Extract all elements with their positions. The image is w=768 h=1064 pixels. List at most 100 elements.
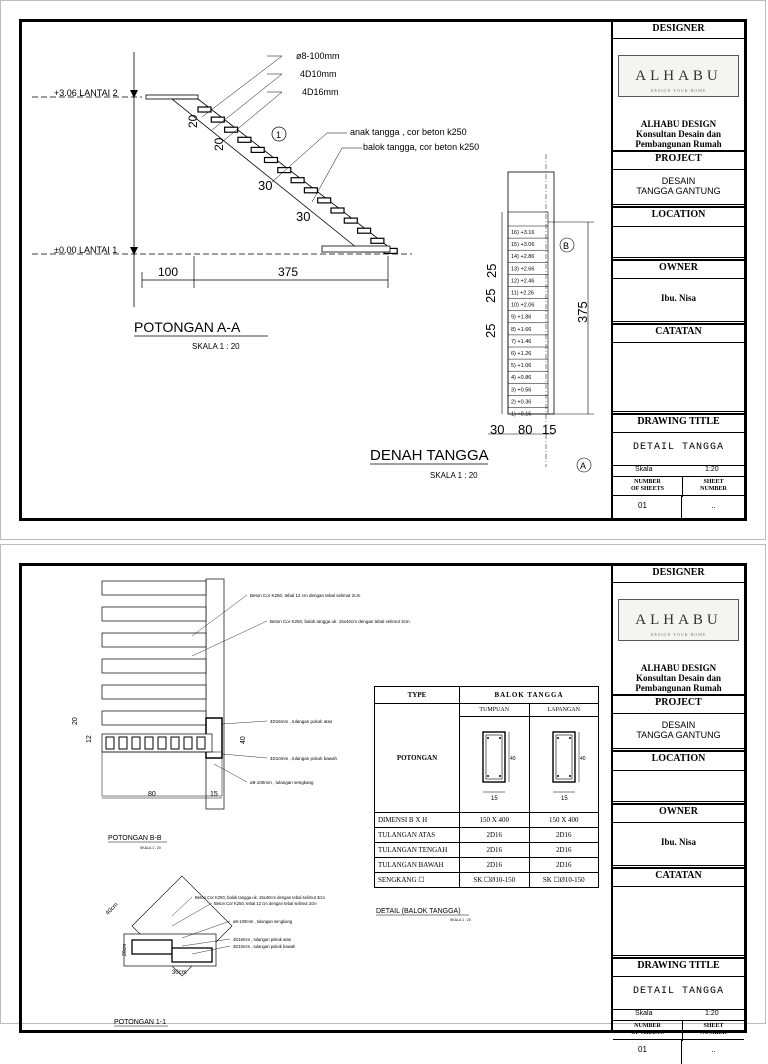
schedule-row-a: SK ☐Ø10-150 <box>459 872 530 888</box>
bb-dim-15: 15 <box>210 791 218 798</box>
rebar-stirrup <box>144 736 154 750</box>
plan-dim-30: 30 <box>490 422 504 437</box>
plan-step-label: 13) +2.66 <box>511 266 534 272</box>
schedule-beam-w: 15 <box>561 796 568 802</box>
schedule-type-label: TYPE <box>374 686 460 704</box>
schedule-row-b: 2D16 <box>528 842 599 858</box>
beam-note: balok tangga, cor beton k250 <box>363 142 479 152</box>
sheet-1: +3.06 LANTAI 2 ±0.00 LANTAI 1 <box>0 0 766 540</box>
company-logo: ALHABU DESIGN YOUR HOME <box>618 55 739 97</box>
s11-note-3: ø8-100mm , tulangan sengkang <box>233 919 293 924</box>
bb-note-4: 4D10mm , tulangan pokok bawah <box>270 756 338 761</box>
tb-project-value: DESAIN TANGGA GANTUNG <box>613 170 744 205</box>
plan-step-label: 8) +1.66 <box>511 327 531 333</box>
tb-owner-value: Ibu. Nisa <box>613 277 744 322</box>
project-line-1: DESAIN <box>661 720 696 730</box>
sheet-no-label-2: NUMBER <box>700 1030 727 1036</box>
plan-dim-80: 80 <box>518 422 532 437</box>
concrete-tread <box>101 684 207 700</box>
stair-tread <box>290 177 305 184</box>
dim-30-b: 30 <box>296 209 310 224</box>
schedule-row-label: TULANGAN BAWAH <box>374 857 460 873</box>
sheets-label-1: NUMBER <box>634 1023 661 1029</box>
bb-dim-40: 40 <box>240 736 247 744</box>
schedule-row-label: DIMENSI B X H <box>374 812 460 828</box>
section-b-b-and-details: Beton Cor K250, tebal 12 cm dengan tebal… <box>72 578 471 1027</box>
tb-sheets-values: 01 .. <box>613 496 744 520</box>
rebar-stirrup <box>170 736 180 750</box>
sheet-2-drawing: Beton Cor K250, tebal 12 cm dengan tebal… <box>22 566 609 1030</box>
bottom-landing <box>321 245 391 253</box>
schedule-beam-lapangan: 15 40 <box>528 716 599 813</box>
top-landing <box>145 94 199 100</box>
tb-owner-value: Ibu. Nisa <box>613 821 744 866</box>
stair-tread <box>330 207 345 214</box>
tb-catatan-value <box>613 341 744 412</box>
sheets-value: 01 <box>613 1040 682 1064</box>
owner-name: Ibu. Nisa <box>660 837 696 847</box>
concrete-tread <box>101 710 207 726</box>
plan-dim-25-a: 25 <box>484 264 499 278</box>
schedule-row-label: TULANGAN ATAS <box>374 827 460 843</box>
tb-owner-label: OWNER <box>613 259 744 279</box>
bar-stirrup-note: ø8-100mm <box>296 51 340 61</box>
section-a-a-title: POTONGAN A-A <box>134 319 241 335</box>
project-line-2: TANGGA GANTUNG <box>636 186 721 196</box>
stair-tread <box>237 136 252 143</box>
dim-375: 375 <box>278 265 298 279</box>
bb-note-5: ø8-100mm , tulangan sengkang <box>250 780 314 785</box>
plan-step-label: 15) +3.06 <box>511 242 534 248</box>
concrete-tread <box>101 658 207 674</box>
section-marker-a-label: A <box>580 461 586 471</box>
firm-name: ALHABU DESIGN <box>640 663 717 673</box>
section-a-a-scale: SKALA 1 : 20 <box>192 342 240 351</box>
tb-sheets-header: NUMBER OF SHEETS SHEET NUMBER <box>613 477 744 497</box>
sheet-2-frame: Beton Cor K250, tebal 12 cm dengan tebal… <box>19 563 747 1064</box>
stair-treads <box>197 106 398 254</box>
plan-step-label: 5) +1.06 <box>511 363 531 369</box>
plan-title: DENAH TANGGA <box>370 447 489 464</box>
tb-project-value: DESAIN TANGGA GANTUNG <box>613 714 744 749</box>
stair-tread <box>210 116 225 123</box>
rebar-stirrup <box>131 736 141 750</box>
rebar-stirrup <box>196 736 206 750</box>
project-line-1: DESAIN <box>661 176 696 186</box>
section-marker-b-label: B <box>563 241 569 251</box>
concrete-tread <box>101 606 207 622</box>
plan-step-label: 16) +3.16 <box>511 230 534 236</box>
section-bb-scale: SKALA 1 : 20 <box>140 846 161 850</box>
s11-note-4: 4D16mm , tulangan pokok atas <box>233 937 291 942</box>
firm-info: ALHABU DESIGN Konsultan Desain dan Pemba… <box>613 663 744 693</box>
section-1-1-bar-top <box>131 939 173 955</box>
firm-info: ALHABU DESIGN Konsultan Desain dan Pemba… <box>613 119 744 149</box>
s11-dim-40cm: 40cm <box>105 902 120 917</box>
bb-note-2: Beton Cor K250, balok tangga uk. 15x40cm… <box>270 619 410 624</box>
schedule-type-value: BALOK TANGGA <box>459 686 599 704</box>
bb-dim-80: 80 <box>148 791 156 798</box>
tb-scale-row: Skala 1:20 <box>613 1010 744 1021</box>
schedule-col-tumpuan: TUMPUAN <box>459 703 530 717</box>
title-block-sheet-1: DESIGNER ALHABU DESIGN YOUR HOME ALHABU … <box>611 22 744 520</box>
sheet-2: Beton Cor K250, tebal 12 cm dengan tebal… <box>0 544 766 1064</box>
beam-schedule-table: TYPE BALOK TANGGA POTONGAN TUMPUAN LAPAN… <box>374 686 599 888</box>
rebar-stirrup <box>157 736 167 750</box>
sheet-no-value: .. <box>711 501 716 510</box>
plan-dim-15: 15 <box>542 422 556 437</box>
tb-designer-label: DESIGNER <box>613 566 744 583</box>
plan-step-label: 3) +0.56 <box>511 387 531 393</box>
owner-name: Ibu. Nisa <box>660 293 696 303</box>
detail-title: DETAIL (BALOK TANGGA) <box>376 908 461 915</box>
dim-30-a: 30 <box>258 178 272 193</box>
sheets-label-2: OF SHEETS <box>631 486 664 492</box>
concrete-tread <box>101 632 207 648</box>
stair-tread <box>263 156 279 164</box>
sheet-no-label-1: SHEET <box>703 1023 724 1029</box>
stair-tread <box>197 106 212 113</box>
stair-tread <box>224 126 239 133</box>
plan-scale: SKALA 1 : 20 <box>430 471 478 480</box>
tb-scale-label: Skala <box>635 1010 653 1017</box>
schedule-row-b: 2D16 <box>528 827 599 843</box>
plan-step-label: 4) +0.86 <box>511 375 531 381</box>
s11-dim-20cm: 20cm <box>122 944 128 956</box>
stair-tread <box>317 197 332 204</box>
